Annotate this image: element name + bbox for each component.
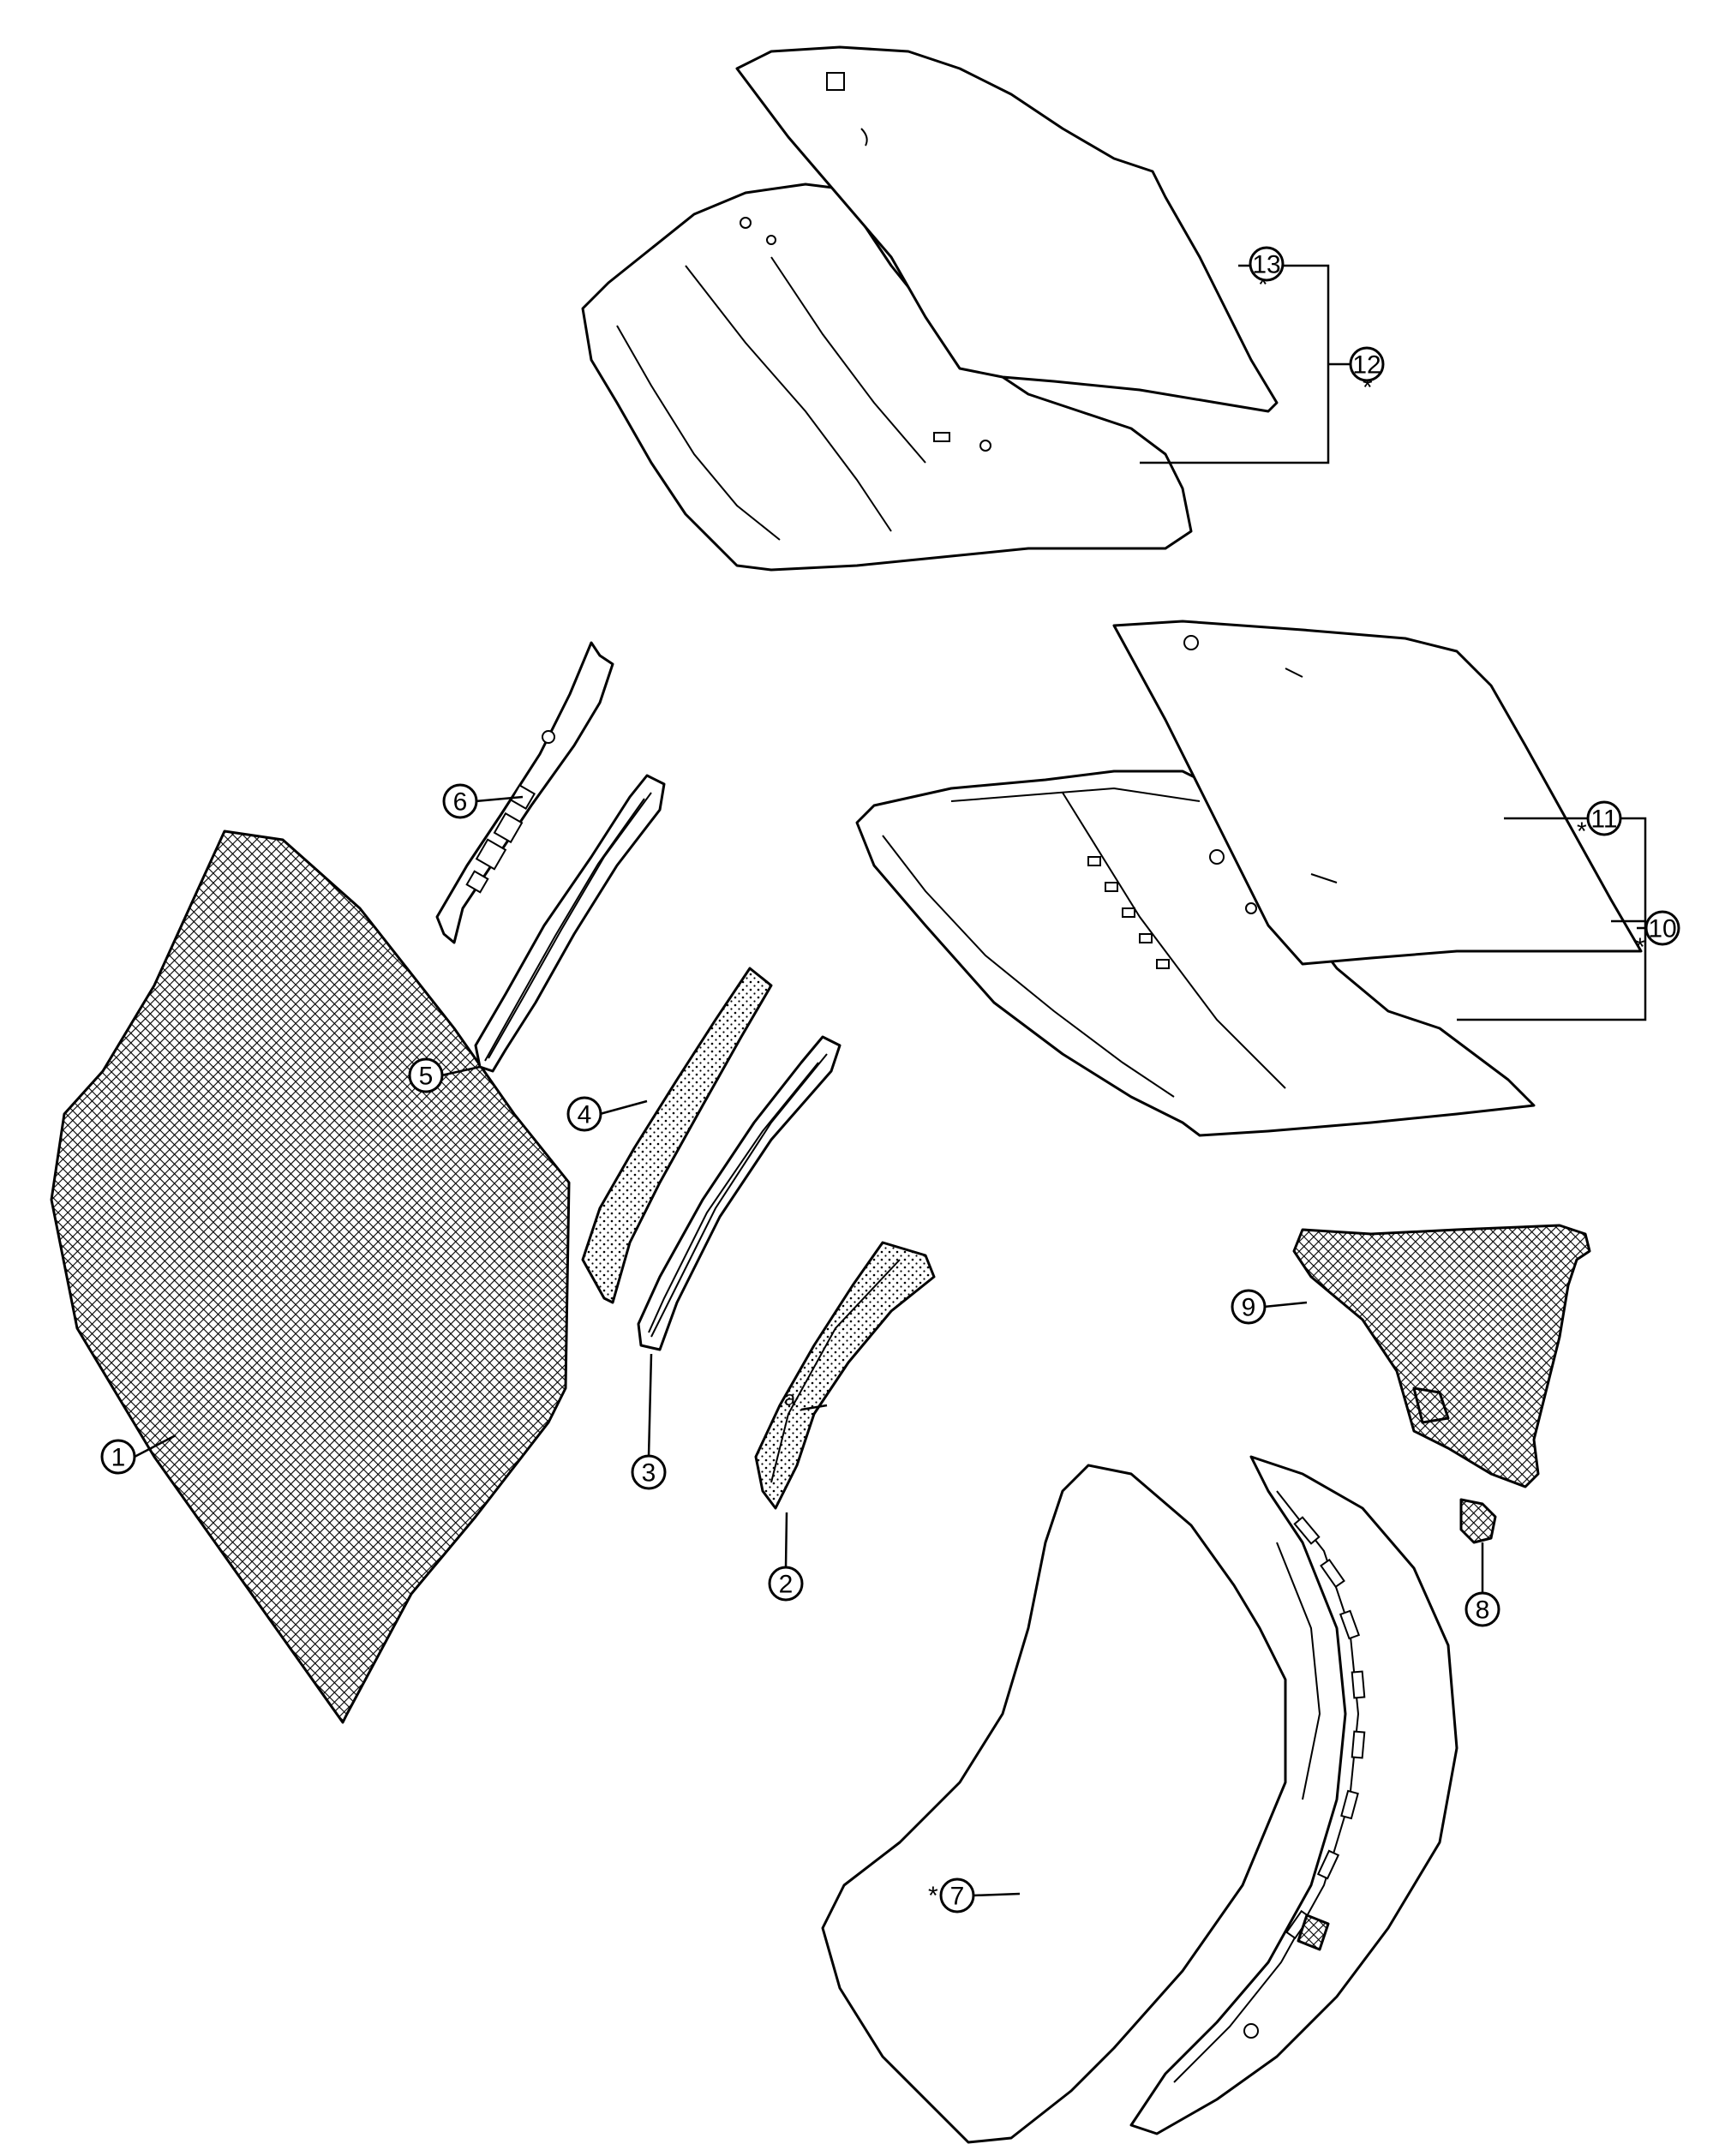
svg-text:1: 1 xyxy=(111,1444,126,1472)
callout-3: 3 xyxy=(631,1454,667,1490)
asterisk-11: * xyxy=(1577,817,1587,846)
svg-text:6: 6 xyxy=(453,788,468,817)
callout-6: 6 xyxy=(442,783,478,819)
part-7-lid-inner xyxy=(1129,1455,1458,2135)
svg-text:4: 4 xyxy=(578,1101,592,1129)
annotation-a: a xyxy=(784,1387,796,1410)
svg-text:10: 10 xyxy=(1648,915,1676,943)
part-12-assembly xyxy=(581,183,1193,572)
part-7-lid-outer xyxy=(821,1464,1287,2144)
svg-text:11: 11 xyxy=(1590,806,1617,834)
callout-13: * 13 xyxy=(1249,246,1285,299)
part-8-small-bracket xyxy=(1459,1498,1497,1544)
svg-text:13: 13 xyxy=(1252,251,1280,279)
svg-text:3: 3 xyxy=(642,1459,656,1488)
part-11-panel xyxy=(1112,620,1643,966)
leader-lines xyxy=(134,264,1647,1897)
svg-text:12: 12 xyxy=(1352,351,1381,380)
part-10-assembly xyxy=(855,770,1536,1137)
callout-9: 9 xyxy=(1231,1289,1267,1325)
svg-text:8: 8 xyxy=(1476,1596,1490,1625)
callout-2: 2 xyxy=(768,1566,804,1602)
part-3-rail xyxy=(637,1035,842,1351)
callout-1: 1 xyxy=(100,1439,136,1475)
callout-10: * 10 xyxy=(1635,910,1680,961)
part-1-outer-panel xyxy=(50,829,571,1724)
part-5-bar xyxy=(474,774,666,1073)
callout-8: 8 xyxy=(1464,1591,1500,1627)
callout-12: * 12 xyxy=(1349,346,1385,402)
part-13-panel xyxy=(735,45,1279,413)
callout-5: 5 xyxy=(408,1057,444,1093)
asterisk-7: * xyxy=(928,1882,938,1910)
svg-text:9: 9 xyxy=(1242,1294,1256,1322)
svg-text:2: 2 xyxy=(779,1571,794,1599)
asterisk-10: * xyxy=(1635,933,1645,961)
svg-text:7: 7 xyxy=(950,1883,965,1911)
callout-4: 4 xyxy=(566,1096,602,1132)
part-6-bracket xyxy=(435,641,614,944)
callout-11: * 11 xyxy=(1577,800,1622,846)
part-9-panel xyxy=(1292,1224,1591,1488)
callout-7: * 7 xyxy=(928,1878,975,1913)
part-4-strip xyxy=(581,967,773,1304)
part-2-reinforcement: a xyxy=(754,1241,936,1510)
svg-text:5: 5 xyxy=(419,1063,434,1091)
